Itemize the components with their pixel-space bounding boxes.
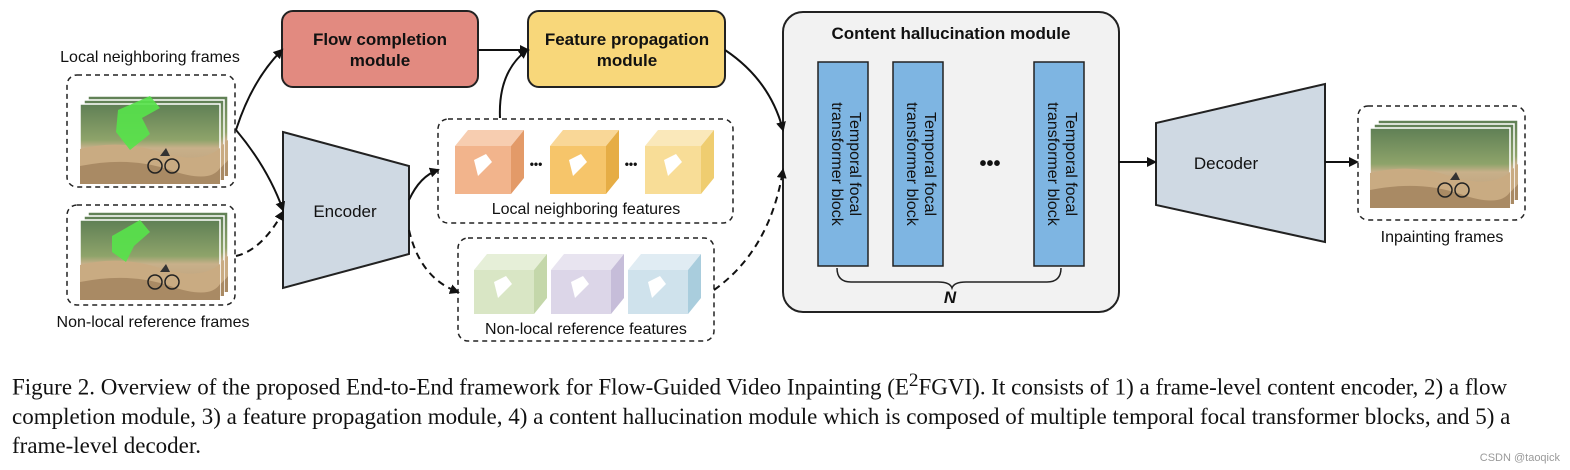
encoder-label: Encoder [313,202,377,221]
local-frames-stack [79,95,229,185]
decoder-trapezoid [1155,82,1326,244]
svg-text:Temporal focal: Temporal focal [921,112,938,216]
nonlocal-feature-cube [474,254,547,314]
repeat-brace [836,267,1062,291]
local-features-label: Local neighboring features [492,201,681,218]
arrow-nonlocal-to-encoder [235,210,284,257]
nonlocal-frames-label: Non-local reference frames [57,314,250,331]
local-frames-box [66,74,236,188]
inpaint-mask [116,96,160,150]
flow-completion-label: Flow completion [313,30,447,49]
caption-text: Figure 2. Overview of the proposed End-t… [12,374,909,400]
local-frames-label: Local neighboring frames [60,49,240,66]
transformer-block: Temporal focal transformer block [892,61,944,267]
arrow-encoder-to-local-features [408,167,440,201]
flow-completion-module [281,10,479,88]
framework-diagram: Local neighboring frames Non-local refer… [57,10,1526,342]
inpaint-mask [112,220,150,262]
caption-text: FGVI). It consists of 1) a frame-level c… [12,374,1511,458]
repeat-count-label: N [944,288,957,307]
inpainting-frame-image [1369,127,1511,209]
watermark: CSDN @taoqick [1479,452,1560,464]
local-features-ellipsis: ••• [530,157,543,171]
arrow-features-to-propagation [498,48,529,119]
local-feature-cube [455,130,524,194]
feature-propagation-module [527,10,726,88]
flow-completion-label: module [350,51,410,70]
transformer-block: Temporal focal transformer block [1033,61,1085,267]
content-hallucination-title: Content hallucination module [832,24,1071,43]
svg-text:transformer block: transformer block [903,102,920,227]
svg-text:transformer block: transformer block [1044,102,1061,227]
caption-superscript: 2 [908,370,919,391]
nonlocal-feature-cube [551,254,624,314]
local-feature-cube [645,130,714,194]
transformer-block: Temporal focal transformer block [817,61,869,267]
encoder-trapezoid [282,130,410,290]
arrow-frames-to-encoder [235,129,286,212]
svg-text:Temporal focal: Temporal focal [846,112,863,216]
arrow-propagation-to-hallucination [724,49,786,132]
arrow-encoder-to-nonlocal-features [408,229,460,294]
inpainting-frames-stack [1369,119,1519,209]
local-frame-image [79,103,221,185]
decoder-label: Decoder [1194,154,1259,173]
nonlocal-features-label: Non-local reference features [485,321,687,338]
feature-propagation-label: module [597,51,657,70]
inpainting-frames-label: Inpainting frames [1381,229,1504,246]
transformer-blocks-ellipsis: ••• [979,153,1000,175]
nonlocal-frames-box [66,204,236,306]
local-feature-cube [550,130,619,194]
figure-caption: Figure 2. Overview of the proposed End-t… [12,366,1560,460]
nonlocal-frames-stack [79,211,229,301]
feature-propagation-label: Feature propagation [545,30,709,49]
arrow-frames-to-flow [235,48,284,131]
svg-text:Temporal focal: Temporal focal [1062,112,1079,216]
nonlocal-feature-cube [628,254,701,314]
svg-text:transformer block: transformer block [828,102,845,227]
local-features-ellipsis: ••• [625,157,638,171]
arrow-nonlocal-to-hallucination [713,168,787,291]
